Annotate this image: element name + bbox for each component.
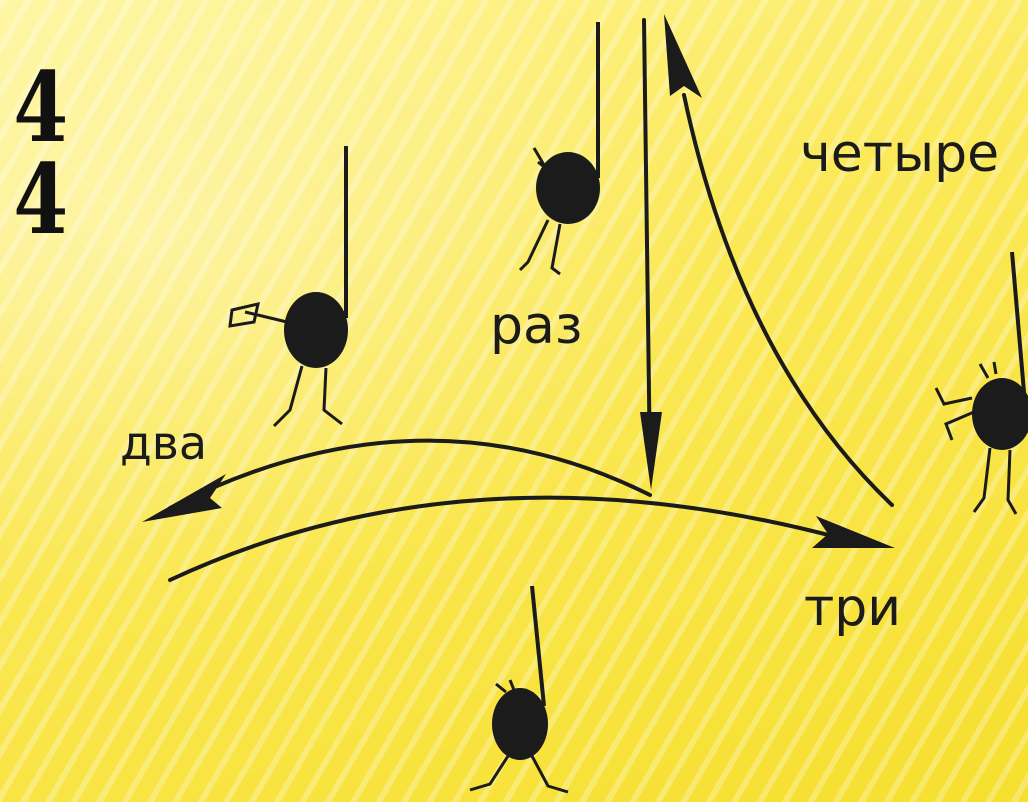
beat-two-arrowhead bbox=[142, 474, 226, 522]
beat-four-label: четыре bbox=[800, 124, 1000, 184]
time-signature-top: 4 bbox=[13, 51, 69, 164]
note-character-two bbox=[228, 146, 348, 428]
beat-three-curve bbox=[168, 495, 842, 582]
note-character-one bbox=[518, 22, 600, 276]
note-character-four bbox=[934, 251, 1028, 515]
time-signature-bottom: 4 bbox=[13, 143, 69, 257]
beat-four-curve bbox=[682, 93, 894, 507]
beat-one-downstroke bbox=[642, 18, 652, 470]
beat-one-label: раз bbox=[490, 296, 583, 356]
time-signature: 4 4 bbox=[8, 51, 74, 257]
beat-two-curve bbox=[168, 438, 652, 510]
beat-two-label: два bbox=[120, 416, 208, 470]
beat-three-arrowhead bbox=[812, 516, 895, 548]
beat-one-arrowhead bbox=[640, 412, 662, 490]
note-character-three bbox=[469, 585, 569, 794]
beat-three-label: три bbox=[804, 578, 902, 638]
beat-four-arrowhead bbox=[664, 14, 702, 98]
